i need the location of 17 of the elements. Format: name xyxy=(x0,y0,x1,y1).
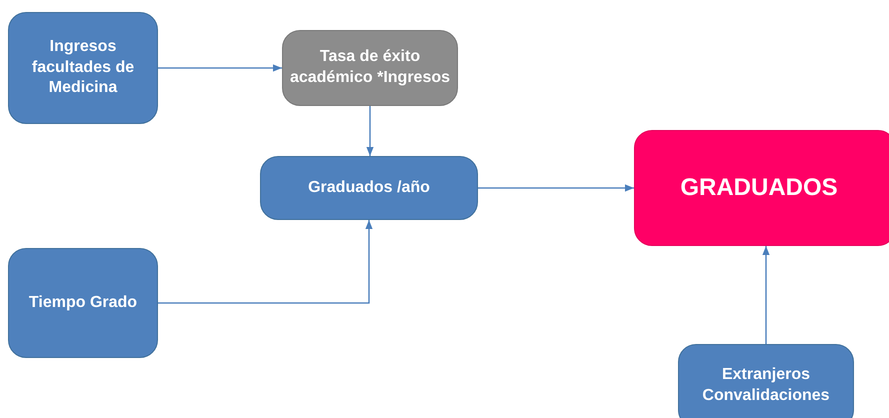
process-box xyxy=(282,30,458,106)
box-label: GRADUADOS xyxy=(679,173,839,204)
box-label: Extranjeros Convalidaciones xyxy=(701,365,831,406)
arrow xyxy=(158,64,282,72)
process-box xyxy=(634,130,889,246)
arrow xyxy=(366,106,374,156)
arrow xyxy=(478,184,634,192)
arrow xyxy=(762,246,770,344)
box-label: Tiempo Grado xyxy=(28,292,138,313)
process-box xyxy=(8,248,158,358)
process-box xyxy=(678,344,854,418)
process-box xyxy=(260,156,478,220)
box-label: Graduados /año xyxy=(307,178,431,198)
box-label: Ingresos facultades de Medicina xyxy=(30,36,136,98)
arrow xyxy=(158,220,373,304)
process-box xyxy=(8,12,158,124)
box-label: Tasa de éxito académico *Ingresos xyxy=(288,47,452,88)
